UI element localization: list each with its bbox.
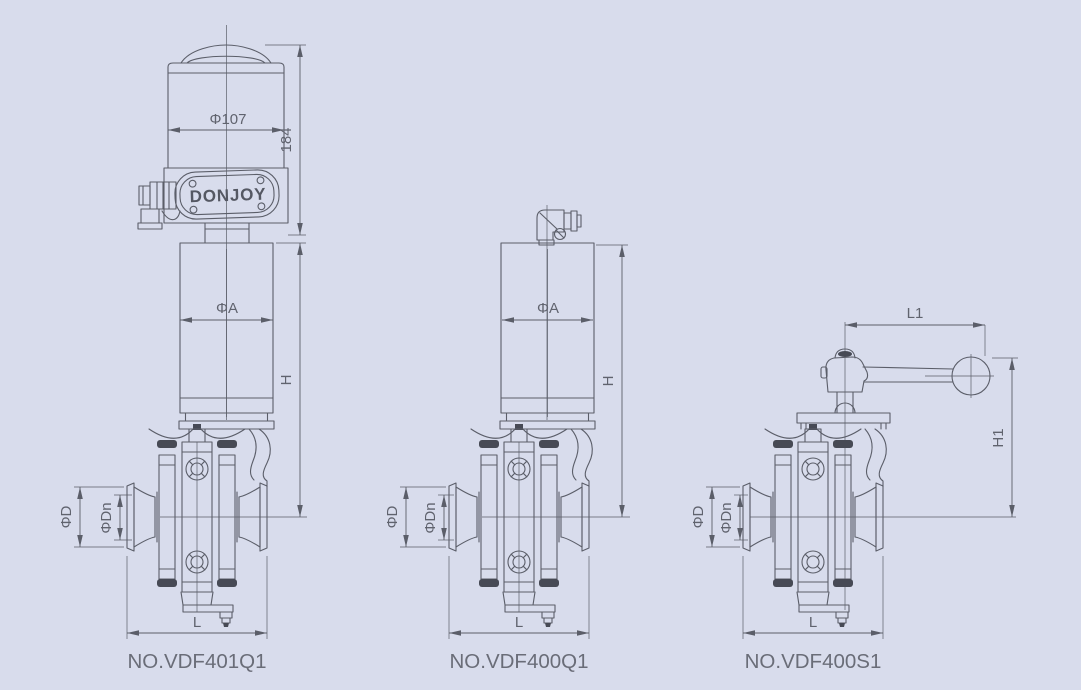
handle-assembly <box>796 348 994 430</box>
centerlines <box>482 205 630 612</box>
dim-label-phiD: ΦD <box>384 505 401 528</box>
dimension-flange-diameter: ΦD <box>58 486 124 548</box>
dim-label-L: L <box>515 614 523 631</box>
nameplate: DONJOY <box>174 169 280 220</box>
dimension-actuator-diameter: Φ107 <box>168 111 284 133</box>
dimension-nominal-diameter: ΦDn <box>718 494 748 541</box>
dimension-length: L <box>742 556 884 639</box>
dimension-actuator-height: 184 <box>265 44 306 236</box>
dimension-total-height: H <box>596 244 628 517</box>
dim-label-184: 184 <box>278 127 295 152</box>
dim-label-L: L <box>193 614 201 631</box>
dim-label-phiD: ΦD <box>690 505 707 528</box>
dim-label-phiD: ΦD <box>58 505 75 528</box>
dimension-length: L <box>448 556 590 639</box>
dimension-length: L <box>126 556 268 639</box>
dimension-cylinder-diameter: ΦA <box>180 300 273 323</box>
dimension-nominal-diameter: ΦDn <box>98 494 132 541</box>
dim-label-H: H <box>278 375 295 386</box>
figure-electric-actuated-valve: DONJOY Φ107 <box>58 25 307 673</box>
dim-label-phiA: ΦA <box>216 300 238 317</box>
figure-pneumatic-actuated-valve: ΦA H ΦD ΦDn L NO.VDF400Q1 <box>384 205 630 673</box>
brand-label: DONJOY <box>189 185 266 207</box>
dimension-cylinder-diameter: ΦA <box>502 300 593 323</box>
dimension-handle-height: H1 <box>990 357 1018 517</box>
model-caption: NO.VDF400S1 <box>745 650 882 673</box>
dimension-nominal-diameter: ΦDn <box>422 494 454 541</box>
dim-label-phiA: ΦA <box>537 300 559 317</box>
dim-label-phiDn: ΦDn <box>422 502 439 533</box>
electric-actuator: DONJOY <box>137 44 289 244</box>
dim-label-L: L <box>809 614 817 631</box>
dim-label-phi107: Φ107 <box>210 111 247 128</box>
dim-label-phiDn: ΦDn <box>718 502 735 533</box>
dim-label-L1: L1 <box>907 305 924 322</box>
dimension-total-height: H <box>276 242 306 517</box>
model-caption: NO.VDF401Q1 <box>128 650 267 673</box>
figure-manual-handle-valve: L1 H1 ΦD ΦDn L NO.VDF400S1 <box>690 305 1018 673</box>
air-fitting <box>536 209 582 246</box>
cable-gland <box>137 181 181 230</box>
dim-label-phiDn: ΦDn <box>98 502 115 533</box>
model-caption: NO.VDF400Q1 <box>450 650 589 673</box>
dimension-handle-length: L1 <box>845 305 986 356</box>
dimension-flange-diameter: ΦD <box>690 486 740 548</box>
dimension-flange-diameter: ΦD <box>384 486 446 548</box>
dim-label-H: H <box>600 376 617 387</box>
dim-label-H1: H1 <box>990 428 1007 447</box>
